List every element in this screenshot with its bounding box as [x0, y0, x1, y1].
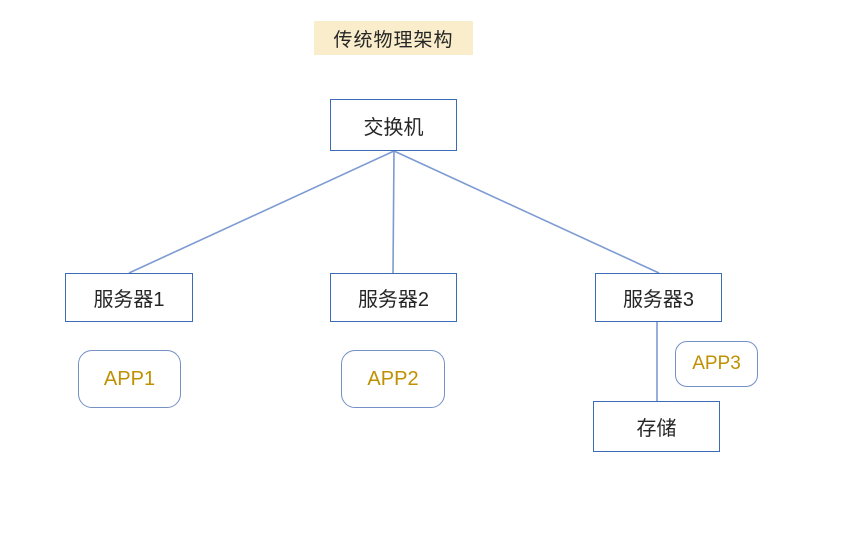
node-server2-label: 服务器2: [357, 289, 430, 311]
node-server3-label: 服务器3: [622, 289, 695, 311]
node-server2: 服务器2: [330, 273, 457, 322]
node-app1: APP1: [78, 350, 181, 408]
node-app1-label: APP1: [103, 367, 156, 390]
connector-switch-server2: [392, 150, 395, 274]
node-app2: APP2: [341, 350, 445, 408]
node-app3-label: APP3: [692, 353, 741, 374]
node-app3: APP3: [675, 341, 758, 387]
node-server1: 服务器1: [65, 273, 193, 322]
node-server1-label: 服务器1: [93, 289, 165, 311]
diagram-title: 传统物理架构: [314, 21, 473, 55]
node-app2-label: APP2: [367, 367, 419, 390]
node-storage: 存储: [593, 401, 720, 452]
connector-switch-server1: [128, 150, 395, 274]
node-server3: 服务器3: [595, 273, 722, 322]
node-switch-label: 交换机: [363, 116, 424, 139]
node-storage-label: 存储: [636, 418, 677, 440]
connector-switch-server3: [393, 150, 660, 274]
node-switch: 交换机: [330, 99, 457, 151]
